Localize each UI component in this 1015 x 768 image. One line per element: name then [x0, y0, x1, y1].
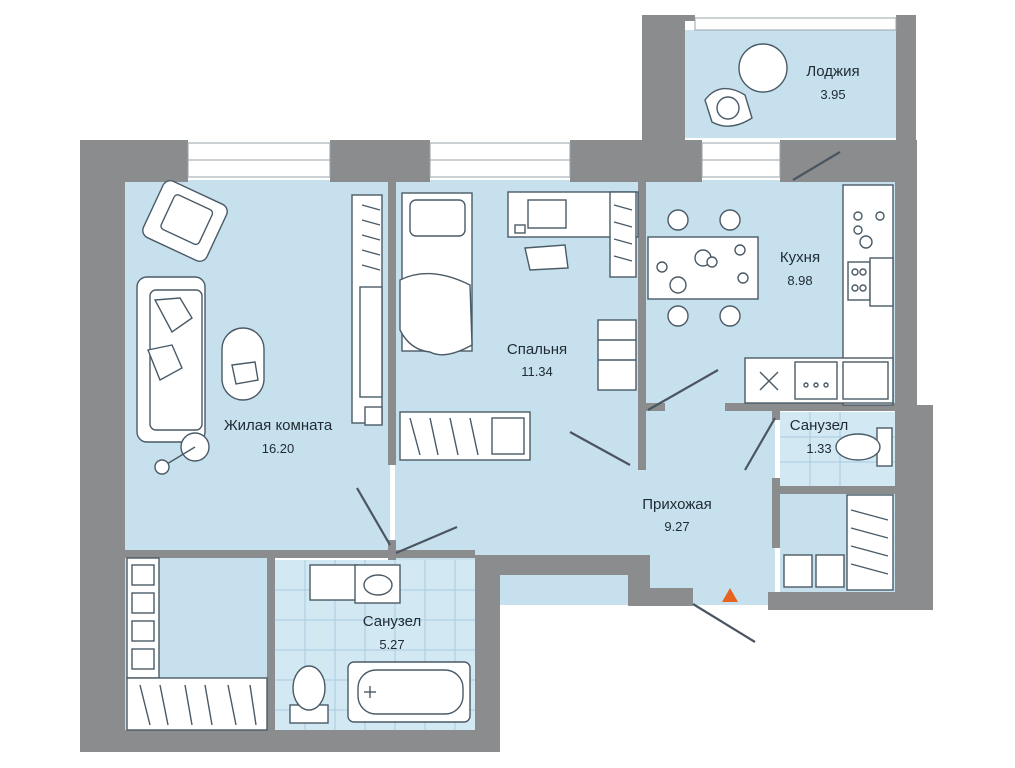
room-hall-area: 9.27 — [664, 519, 689, 534]
loggia-furniture — [704, 43, 788, 127]
room-living-name: Жилая комната — [224, 417, 333, 434]
room-bath-name: Санузел — [363, 613, 421, 630]
room-labels: Лоджия 3.95 Кухня 8.98 Спальня 11.34 Жил… — [224, 63, 860, 652]
entrance-marker — [722, 588, 738, 602]
room-kitchen-area: 8.98 — [787, 273, 812, 288]
doors — [356, 151, 841, 643]
room-bath-area: 5.27 — [379, 637, 404, 652]
windows — [187, 17, 897, 178]
living-furniture — [136, 180, 383, 475]
bath-furniture — [289, 564, 471, 724]
kitchen-furniture — [647, 184, 894, 406]
room-hall-name: Прихожая — [642, 496, 712, 513]
living-closet-furniture — [126, 557, 268, 731]
room-living-area: 16.20 — [262, 441, 295, 456]
walls — [80, 15, 933, 752]
room-loggia-area: 3.95 — [820, 87, 845, 102]
room-kitchen-name: Кухня — [780, 249, 820, 266]
wc-small-furniture — [835, 427, 893, 467]
room-wc-small-area: 1.33 — [806, 441, 831, 456]
closet-right-furniture — [783, 494, 894, 591]
room-loggia-name: Лоджия — [806, 63, 859, 80]
room-wc-small-name: Санузел — [790, 417, 848, 434]
bedroom-furniture — [399, 191, 639, 461]
room-bedroom-name: Спальня — [507, 341, 567, 358]
room-bedroom-area: 11.34 — [521, 364, 553, 379]
